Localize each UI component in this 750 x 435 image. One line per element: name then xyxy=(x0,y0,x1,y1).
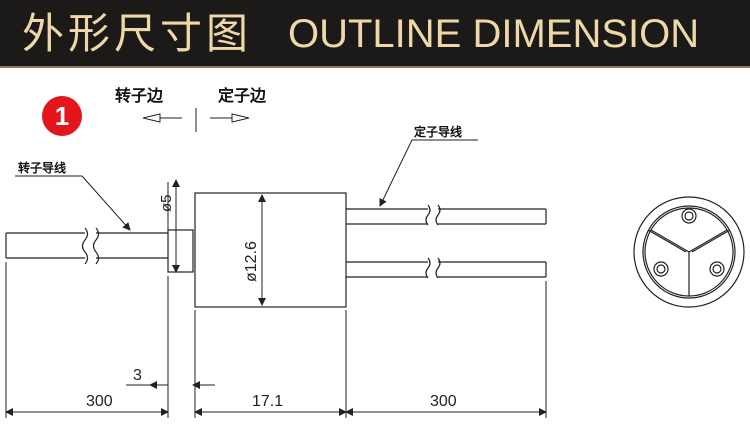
title-english: OUTLINE DIMENSION xyxy=(288,12,700,56)
body-diameter-label: ø12.6 xyxy=(243,241,260,282)
left-wire-length-label: 300 xyxy=(86,393,113,410)
shaft-length-label: 3 xyxy=(133,367,142,384)
end-view xyxy=(633,196,745,308)
right-wire-length-label: 300 xyxy=(430,393,457,410)
shaft-diameter-dimension xyxy=(167,179,180,273)
title-chinese: 外形尺寸图 xyxy=(22,9,253,58)
outline-drawing: 转子边 定子边 xyxy=(5,86,745,418)
body-length-label: 17.1 xyxy=(252,393,283,410)
stator-side-label: 定子边 xyxy=(217,86,267,105)
rotor-shaft xyxy=(167,229,194,273)
direction-arrows xyxy=(142,108,250,132)
wire-leaders xyxy=(15,139,478,231)
rotor-side-label: 转子边 xyxy=(115,86,164,105)
extension-lines xyxy=(5,262,547,418)
stator-wire-label: 定子导线 xyxy=(414,124,462,139)
step-number-badge: 1 xyxy=(42,96,82,136)
header-banner: 外形尺寸图 OUTLINE DIMENSION xyxy=(0,0,750,68)
stator-wires xyxy=(346,204,547,279)
shaft-diameter-label: ø5 xyxy=(158,194,175,212)
rotor-wire xyxy=(5,227,168,265)
slip-ring-body xyxy=(194,192,347,308)
rotor-wire-label: 转子导线 xyxy=(18,160,66,175)
